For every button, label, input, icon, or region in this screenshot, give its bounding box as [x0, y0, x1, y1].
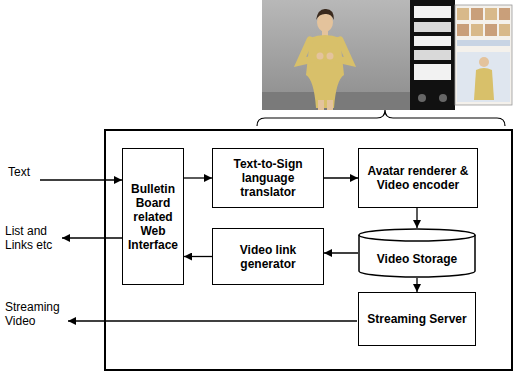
interface-box: Bulletin Board related Web Interface — [122, 148, 184, 285]
node-label: Video Storage — [373, 252, 461, 266]
server-box: Streaming Server — [358, 292, 476, 346]
thumbnail-screenshot — [455, 5, 512, 105]
output-label: List and Links etc — [5, 224, 59, 252]
node-label: Text-to-Sign language translator — [213, 157, 323, 199]
flow-arrow — [184, 177, 212, 178]
flow-arrow — [416, 278, 417, 292]
node-label: Avatar renderer & Video encoder — [359, 164, 477, 192]
output-arrow — [68, 320, 357, 321]
system-boundary — [105, 130, 512, 370]
flow-arrow — [416, 208, 417, 228]
flow-arrow — [324, 177, 358, 178]
avatar-screenshot — [262, 0, 410, 110]
input-label: Text — [8, 165, 48, 179]
output-arrow — [62, 237, 122, 238]
node-label: Bulletin Board related Web Interface — [123, 182, 183, 252]
flow-arrow — [184, 256, 212, 257]
process-box: Avatar renderer & Video encoder — [358, 148, 478, 208]
bracket — [257, 110, 505, 126]
input-arrow — [40, 179, 122, 180]
node-label: Streaming Server — [363, 312, 470, 326]
node-label: Video link generator — [213, 243, 323, 271]
storage-cylinder: Video Storage — [358, 228, 476, 278]
process-box: Text-to-Sign language translator — [212, 148, 324, 208]
process-box: Video link generator — [212, 228, 324, 285]
flow-arrow — [324, 252, 358, 253]
phone-panel — [410, 0, 455, 110]
output-label: Streaming Video — [5, 300, 67, 328]
